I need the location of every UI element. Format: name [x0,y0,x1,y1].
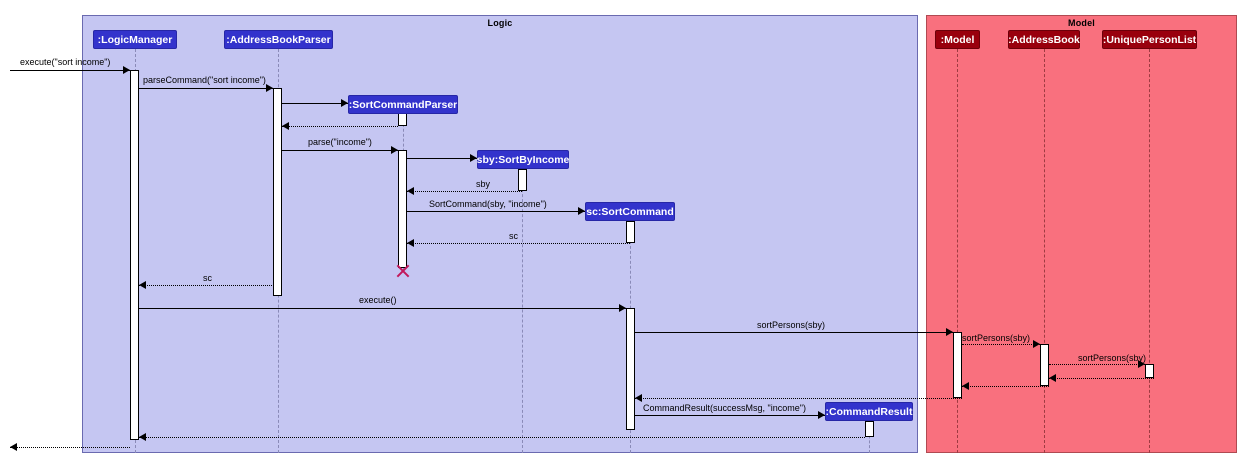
message-label-m18: CommandResult(successMsg, "income") [643,403,806,413]
message-line-m8 [407,211,585,212]
message-line-m20 [10,447,130,448]
lifeline-commandResult [869,421,870,453]
participant-sortByIncome[interactable]: sby:SortByIncome [477,150,569,169]
message-line-m5 [282,150,398,151]
message-label-m7: sby [476,179,491,189]
message-line-m18 [635,415,825,416]
message-line-m15 [1049,378,1154,379]
lifeline-model [957,49,958,453]
participant-addressBook[interactable]: :AddressBook [1008,30,1080,49]
activation-bar-model [953,332,962,398]
message-line-m13 [962,344,1040,345]
participant-addressBookParser[interactable]: :AddressBookParser [224,30,333,49]
activation-bar-sortCommand [626,308,635,430]
participant-sortCommandParser[interactable]: :SortCommandParser [348,95,458,114]
message-arrowhead-m19 [139,433,146,441]
message-line-m4 [282,126,398,127]
message-label-m5: parse("income") [308,137,372,147]
activation-bar-addressBook [1040,344,1049,386]
message-label-m14: sortPersons(sby) [1078,353,1147,363]
message-line-m14 [1049,364,1145,365]
activation-bar-uniquePersonList [1145,364,1154,378]
message-label-m1: execute("sort income") [20,57,111,67]
message-label-m8: SortCommand(sby, "income") [429,199,547,209]
message-line-m2 [139,88,273,89]
activation-bar-logicManager [130,70,139,440]
lifeline-sortByIncome [522,169,523,453]
participant-commandResult[interactable]: :CommandResult [825,402,913,421]
message-arrowhead-m11 [619,304,626,312]
message-arrowhead-m16 [962,382,969,390]
frame-model: Model [926,15,1237,453]
message-line-m1 [10,70,130,71]
frame-title-logic: Logic [487,18,513,28]
message-label-m13: sortPersons(sby) [962,333,1031,343]
message-line-m7 [407,191,522,192]
message-line-m12 [635,332,953,333]
activation-bar-addressBookParser [273,88,282,296]
message-label-m11: execute() [359,295,397,305]
message-label-m9: sc [509,231,518,241]
message-arrowhead-m9 [407,239,414,247]
message-label-m2: parseCommand("sort income") [143,75,266,85]
message-line-m17 [635,398,962,399]
frame-title-model: Model [1068,18,1095,28]
message-arrowhead-m15 [1049,374,1056,382]
message-line-m6 [407,158,477,159]
message-line-m10 [139,285,282,286]
lifeline-uniquePersonList [1149,49,1150,453]
message-arrowhead-m10 [139,281,146,289]
message-arrowhead-m18 [818,411,825,419]
lifeline-addressBook [1044,49,1045,453]
message-arrowhead-m4 [282,122,289,130]
message-arrowhead-m17 [635,394,642,402]
message-line-m9 [407,243,630,244]
activation-bar-sortByIncome [518,169,527,191]
message-arrowhead-m5 [391,146,398,154]
message-line-m19 [139,437,865,438]
message-arrowhead-m2 [266,84,273,92]
participant-logicManager[interactable]: :LogicManager [93,30,177,49]
message-arrowhead-m6 [470,154,477,162]
message-arrowhead-m1 [123,66,130,74]
message-arrowhead-m7 [407,187,414,195]
message-arrowhead-m14 [1138,360,1145,368]
participant-model[interactable]: :Model [935,30,980,49]
message-arrowhead-m3 [341,99,348,107]
message-arrowhead-m8 [578,207,585,215]
message-arrowhead-m12 [946,328,953,336]
message-arrowhead-m13 [1033,340,1040,348]
participant-uniquePersonList[interactable]: :UniquePersonList [1102,30,1197,49]
message-line-m16 [962,386,1049,387]
message-arrowhead-m20 [10,443,17,451]
activation-bar-sortCommand [626,221,635,243]
message-line-m11 [139,308,626,309]
activation-bar-commandResult [865,421,874,437]
message-label-m12: sortPersons(sby) [757,320,826,330]
participant-sortCommand[interactable]: sc:SortCommand [585,202,675,221]
message-line-m3 [282,103,348,104]
destroy-marker-sortCommandParser [395,263,411,279]
message-label-m10: sc [203,273,212,283]
activation-bar-sortCommandParser [398,150,407,268]
